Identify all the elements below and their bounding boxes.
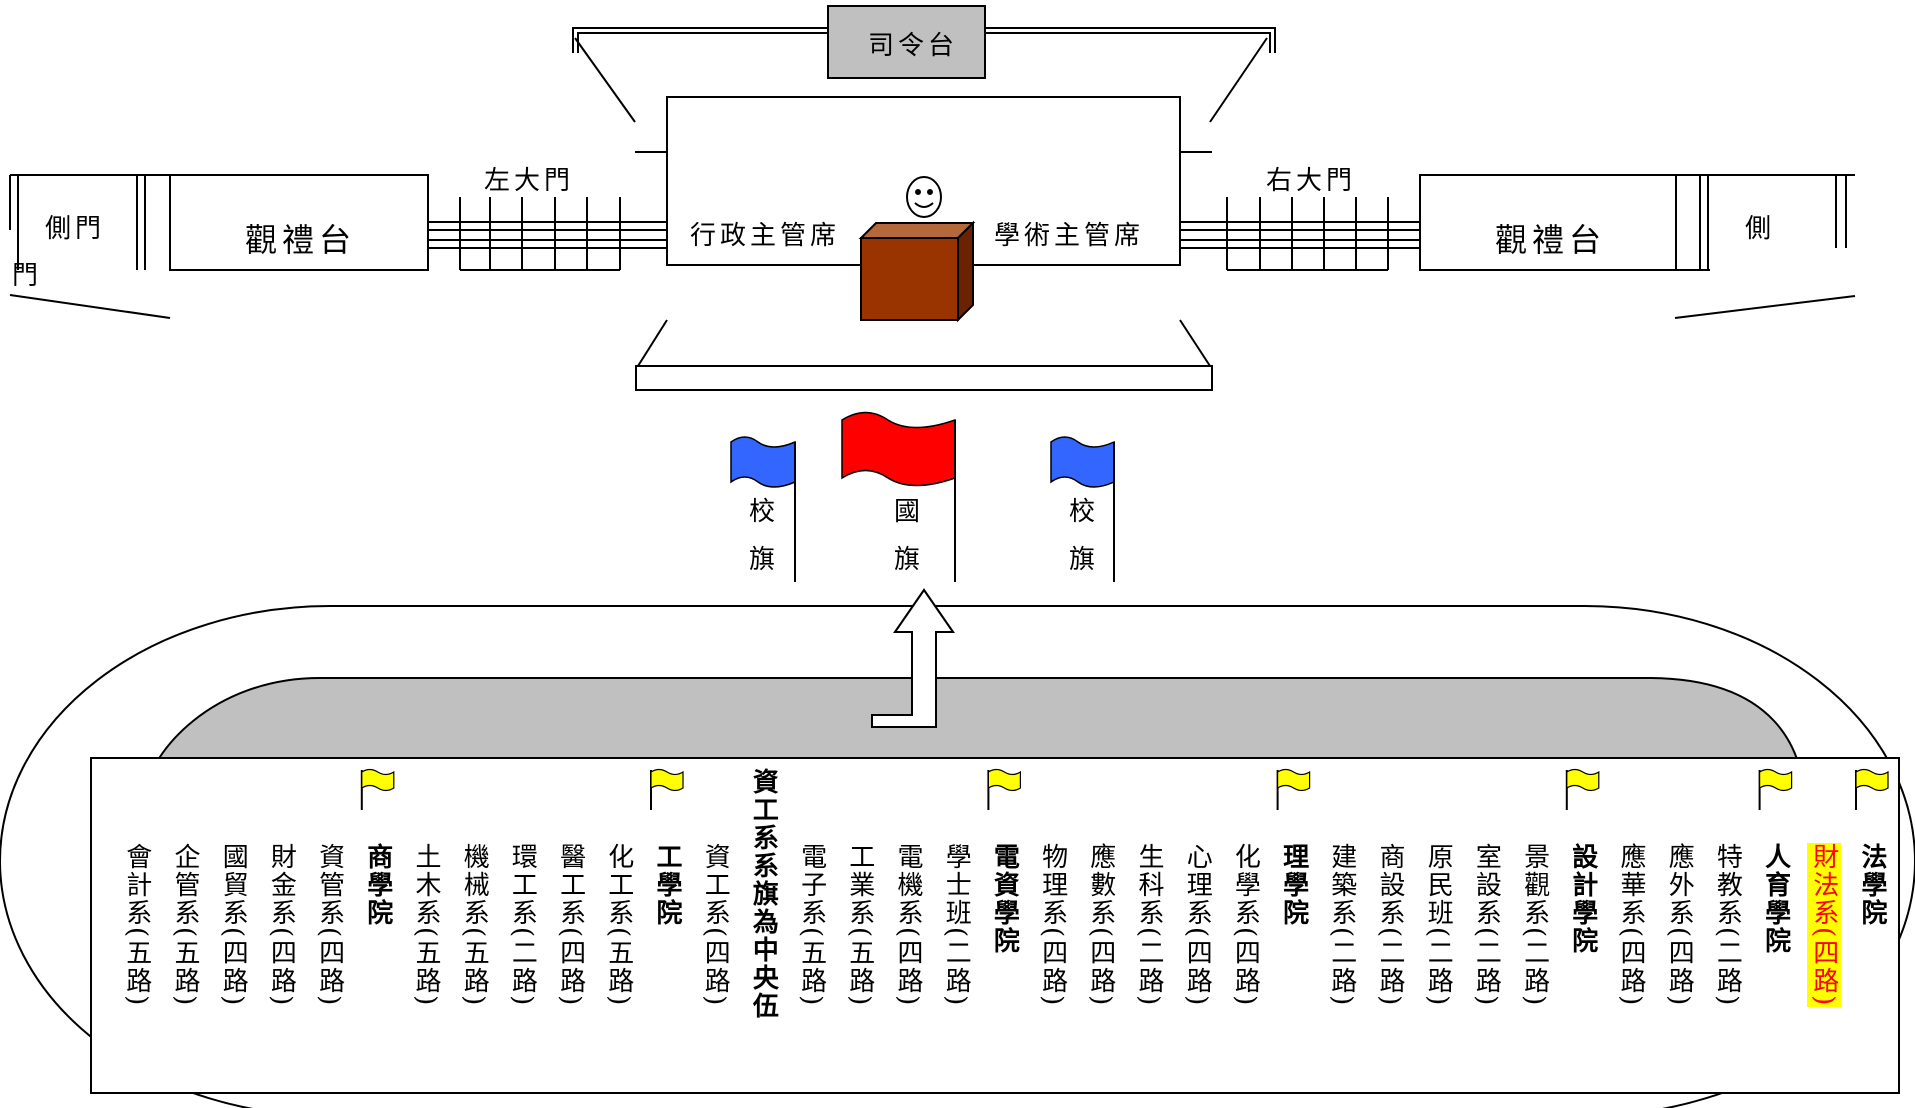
left-gate-lines bbox=[427, 197, 667, 271]
department-column: 財金系(四路) bbox=[266, 843, 297, 1008]
college-column: 工學院 bbox=[652, 843, 682, 927]
department-column: 化工系(五路) bbox=[603, 843, 634, 1008]
left-side-gate-label: 側門 bbox=[45, 214, 106, 244]
platform bbox=[635, 365, 1213, 391]
department-column: 建築系(二路) bbox=[1326, 843, 1357, 1008]
left-gate-label: 左大門 bbox=[484, 166, 575, 196]
college-flag-icon bbox=[650, 768, 684, 810]
department-column: 環工系(二路) bbox=[507, 843, 538, 1008]
college-column: 電資學院 bbox=[989, 843, 1020, 955]
lectern bbox=[858, 220, 976, 323]
center-flag-note: 資工系系旗為中央伍 bbox=[748, 768, 779, 1020]
college-flags bbox=[360, 768, 1889, 810]
department-column: 資工系(四路) bbox=[700, 843, 731, 1008]
college-column: 人育學院 bbox=[1760, 843, 1791, 955]
college-column: 商學院 bbox=[362, 843, 393, 927]
college-column: 設計學院 bbox=[1567, 843, 1598, 955]
department-column: 醫工系(四路) bbox=[555, 843, 586, 1008]
right-school-flag-label: 校 旗 bbox=[1068, 497, 1095, 575]
department-column: 應華系(四路) bbox=[1616, 843, 1646, 1008]
right-gate-label: 右大門 bbox=[1266, 166, 1357, 196]
podium-frame bbox=[572, 27, 1276, 123]
department-column: 商設系(二路) bbox=[1375, 843, 1405, 1008]
national-flag-label: 國 旗 bbox=[893, 497, 920, 575]
speaker-icon bbox=[906, 176, 942, 218]
department-column: 國貿系(四路) bbox=[218, 843, 249, 1008]
department-column: 物理系(四路) bbox=[1037, 843, 1068, 1008]
right-stand-box bbox=[1419, 174, 1677, 271]
left-stand-label: 觀禮台 bbox=[245, 221, 357, 259]
department-column: 化學系(四路) bbox=[1230, 843, 1261, 1008]
department-column: 電機系(四路) bbox=[893, 843, 923, 1008]
department-column: 會計系(五路) bbox=[121, 843, 152, 1008]
right-stand-label: 觀禮台 bbox=[1495, 221, 1607, 259]
college-flag-icon bbox=[987, 768, 1021, 810]
department-column: 應外系(四路) bbox=[1664, 843, 1695, 1008]
college-flag-icon bbox=[1855, 768, 1889, 810]
department-column: 應數系(四路) bbox=[1085, 843, 1116, 1008]
college-flag-icon bbox=[1758, 768, 1793, 810]
department-column: 機械系(五路) bbox=[459, 843, 490, 1008]
department-column: 電子系(五路) bbox=[796, 843, 827, 1008]
admin-seat-label: 行政主管席 bbox=[690, 221, 841, 251]
department-column: 心理系(四路) bbox=[1182, 843, 1213, 1008]
department-column: 工業系(五路) bbox=[844, 843, 875, 1008]
formation-box bbox=[90, 757, 1900, 1094]
department-column: 學士班(二路) bbox=[941, 843, 972, 1008]
department-column: 生科系(二路) bbox=[1134, 843, 1164, 1008]
department-column: 室設系(二路) bbox=[1471, 843, 1502, 1008]
department-column: 特教系(二路) bbox=[1712, 843, 1743, 1008]
podium-label: 司令台 bbox=[868, 31, 959, 61]
left-school-flag bbox=[730, 436, 796, 582]
right-gate-lines bbox=[1180, 197, 1420, 271]
department-column: 財法系(四路) bbox=[1806, 843, 1841, 1008]
left-stand-box bbox=[169, 174, 429, 271]
college-column: 法學院 bbox=[1857, 843, 1887, 927]
department-column: 景觀系(二路) bbox=[1519, 843, 1550, 1008]
department-column: 土木系(五路) bbox=[411, 843, 441, 1008]
national-flag bbox=[841, 411, 956, 582]
left-school-flag-label: 校 旗 bbox=[748, 497, 775, 575]
podium-box bbox=[827, 5, 986, 79]
right-school-flag bbox=[1050, 436, 1115, 582]
college-column: 理學院 bbox=[1278, 843, 1309, 927]
college-flag-icon bbox=[1565, 768, 1600, 810]
college-flag-icon bbox=[1276, 768, 1311, 810]
right-side-gate-label: 側 bbox=[1745, 214, 1776, 244]
college-flag-icon bbox=[360, 768, 395, 810]
left-side-gate-label-b: 門 bbox=[12, 261, 43, 291]
department-column: 資管系(四路) bbox=[314, 843, 345, 1008]
department-column: 原民班(二路) bbox=[1423, 843, 1454, 1008]
department-column: 企管系(五路) bbox=[170, 843, 200, 1008]
academic-seat-label: 學術主管席 bbox=[994, 221, 1145, 251]
